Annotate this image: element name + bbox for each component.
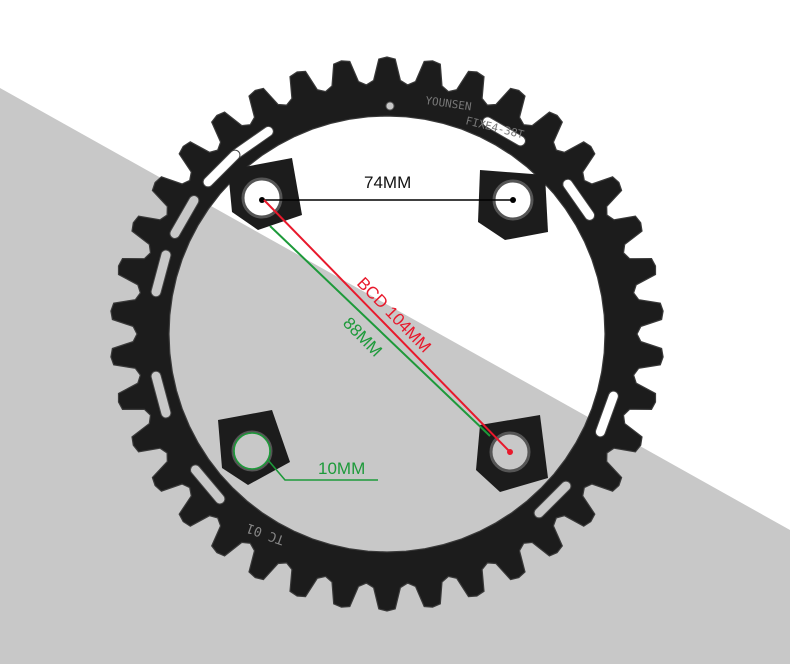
- chainring-teeth: [110, 56, 664, 612]
- ring-slot: [594, 390, 619, 438]
- ring-slots: [150, 116, 619, 519]
- ring-slot: [169, 195, 200, 239]
- dimension-leader-10mm: [267, 459, 378, 481]
- dimension-dot-bcd: [507, 449, 513, 455]
- ring-slot: [150, 249, 172, 298]
- ring-slot: [562, 178, 596, 221]
- dimension-circle-10mm: [233, 432, 271, 470]
- chainring: [110, 56, 664, 612]
- dimension-line-bcd: [263, 199, 511, 453]
- ring-slot: [202, 149, 241, 188]
- pin-hole: [385, 101, 395, 111]
- label-10mm: 10MM: [318, 459, 365, 478]
- ring-slot: [150, 370, 172, 419]
- ring-slot: [189, 464, 226, 505]
- dimension-dot-right: [510, 197, 516, 203]
- dimension-dot-left: [259, 197, 265, 203]
- label-74mm: 74MM: [364, 173, 411, 192]
- ring-slot: [482, 116, 526, 147]
- bolt-hole-bottom-left: [231, 430, 273, 472]
- dimension-line-88mm: [269, 225, 491, 437]
- ring-slot: [533, 480, 572, 519]
- dimension-annotations: [233, 197, 516, 481]
- engraving-brand: YOUNSEN: [425, 94, 473, 113]
